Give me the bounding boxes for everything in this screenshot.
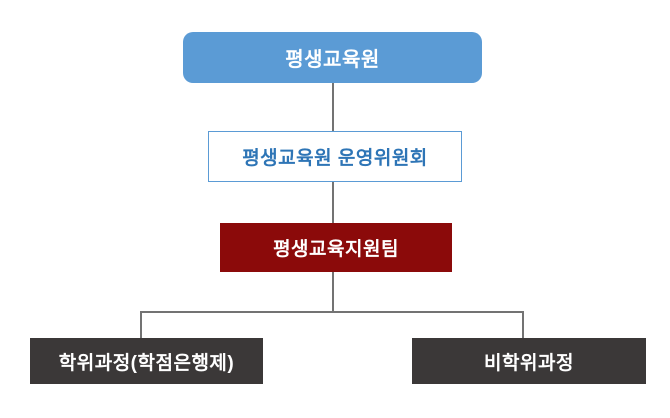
org-node-lifelong-education-center: 평생교육원 [183, 32, 482, 83]
connector-branch-horizontal [140, 311, 524, 313]
connector-drop-left [140, 311, 142, 338]
connector-committee-to-team [332, 182, 334, 223]
org-node-non-degree-course: 비학위과정 [412, 338, 646, 384]
connector-team-to-branch [332, 272, 334, 312]
connector-root-to-committee [332, 83, 334, 131]
org-node-support-team: 평생교육지원팀 [220, 223, 452, 272]
org-node-steering-committee: 평생교육원 운영위원회 [208, 131, 462, 182]
connector-drop-right [522, 311, 524, 338]
org-node-degree-course: 학위과정(학점은행제) [30, 338, 263, 384]
